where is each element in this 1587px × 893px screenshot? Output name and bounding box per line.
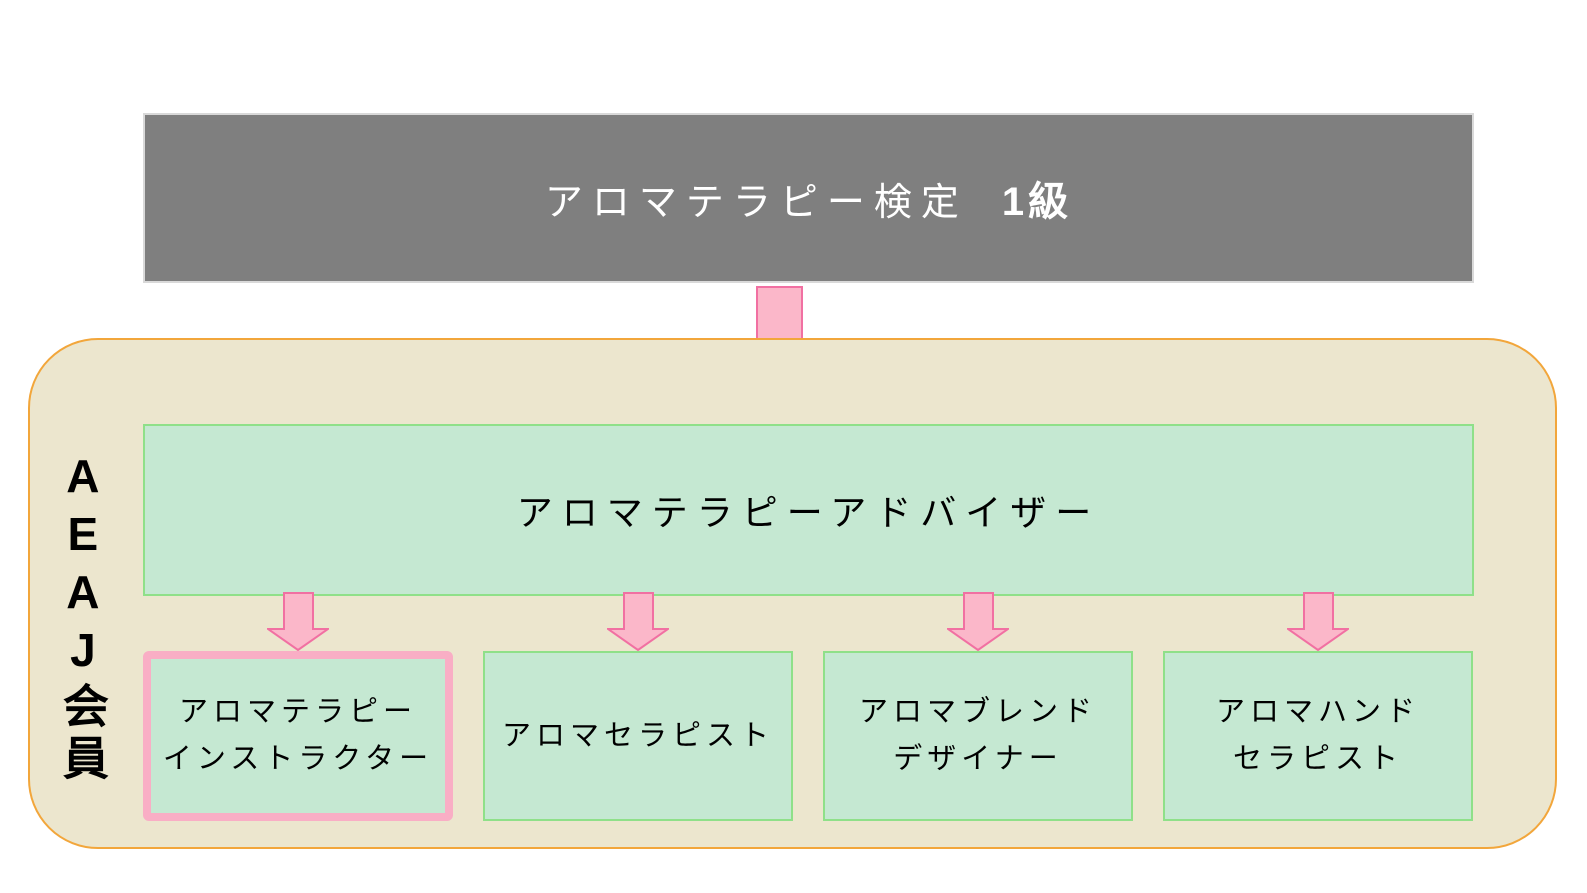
down-arrow-icon [607,592,669,652]
therapist-label: アロマセラピスト [501,719,774,752]
instructor-label: アロマテラピー インストラクター [162,696,434,775]
down-arrow-icon [947,592,1009,652]
advisor-label: アロマテラピーアドバイザー [516,492,1101,533]
blend-designer-label: アロマブレンド デザイナー [858,696,1097,775]
aeaj-membership-panel: AEAJ会員 アロマテラピーアドバイザー アロマテラピー インストラクター アロ… [28,338,1557,849]
hand-therapist-box: アロマハンド セラピスト [1163,651,1473,821]
hand-therapist-label: アロマハンド セラピスト [1215,696,1420,775]
down-arrow-icon [1287,592,1349,652]
advisor-box: アロマテラピーアドバイザー [143,424,1474,596]
blend-designer-box: アロマブレンド デザイナー [823,651,1133,821]
exam-grade: 1級 [1001,180,1073,224]
therapist-box: アロマセラピスト [483,651,793,821]
membership-label: AEAJ会員 [56,450,109,786]
down-arrow-icon [267,592,329,652]
exam-title: アロマテラピー検定 [544,181,968,224]
exam-level-box: アロマテラピー検定 1級 [143,113,1474,283]
instructor-box-highlighted: アロマテラピー インストラクター [143,651,453,821]
